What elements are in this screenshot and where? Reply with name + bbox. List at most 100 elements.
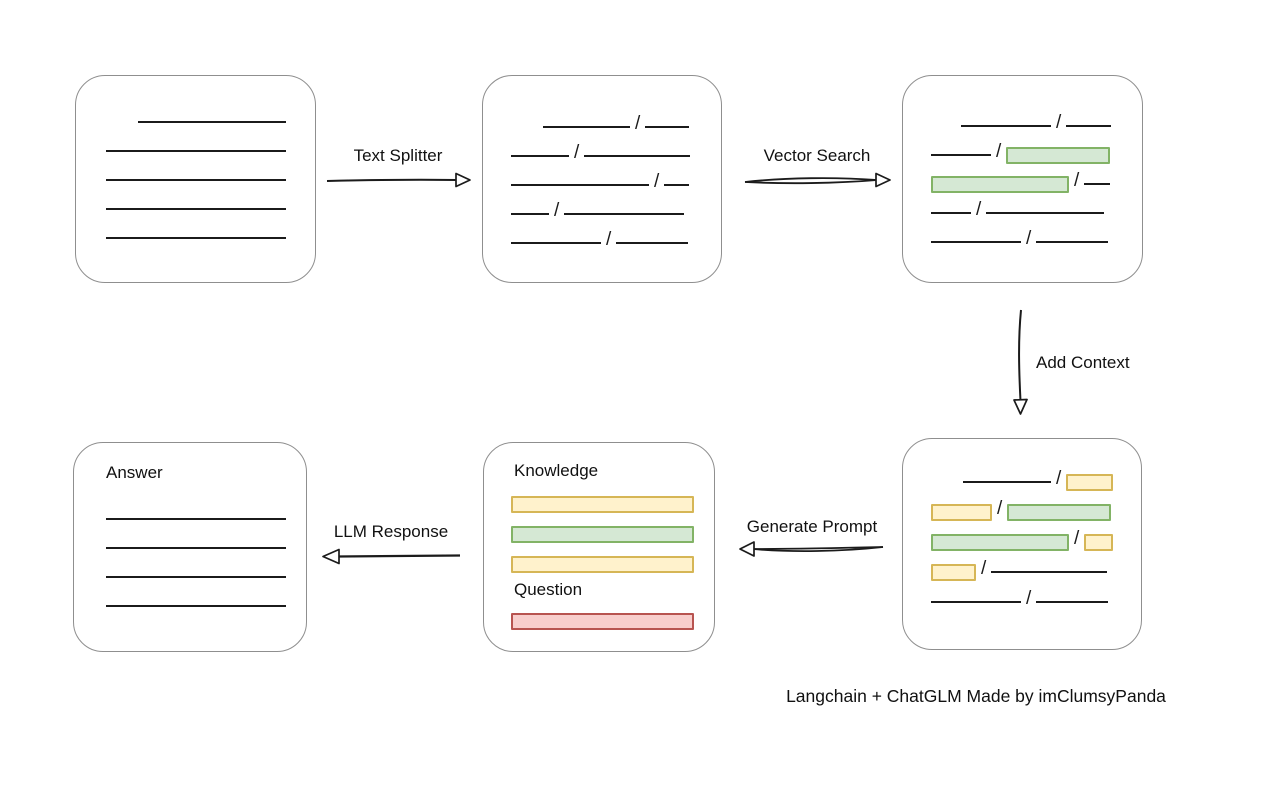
prompt-box: Knowledge Question — [483, 442, 715, 652]
chunk-row: / — [931, 513, 1141, 551]
knowledge-bars — [484, 481, 714, 573]
green-chunk — [931, 176, 1069, 193]
text-line — [1036, 601, 1109, 603]
chunk-row — [106, 549, 306, 578]
source-document-box — [75, 75, 316, 283]
text-line — [106, 179, 286, 181]
slash-separator: / — [1026, 228, 1032, 249]
llm-response-label: LLM Response — [333, 522, 449, 541]
vector-result-box: / / / / / — [902, 75, 1143, 283]
chunk-row — [511, 600, 714, 630]
slash-separator: / — [574, 142, 580, 163]
slash-separator: / — [976, 199, 982, 220]
vector-result-lines: / / / / / — [903, 76, 1142, 249]
green-chunk — [1006, 147, 1111, 164]
chunk-row: / — [931, 573, 1141, 608]
text-splitter-label: Text Splitter — [353, 146, 443, 165]
text-line — [106, 518, 286, 520]
text-line — [961, 125, 1051, 127]
add-context-arrow — [1013, 309, 1028, 415]
question-label: Question — [514, 580, 583, 599]
document-lines — [76, 76, 315, 239]
chunk-row: / — [931, 98, 1142, 133]
text-line — [106, 150, 286, 152]
knowledge-label: Knowledge — [514, 461, 599, 480]
llm-response-arrow — [322, 548, 461, 565]
slash-separator: / — [1074, 170, 1080, 191]
slash-separator: / — [997, 498, 1003, 519]
chunk-row — [511, 543, 714, 573]
green-chunk — [1007, 504, 1112, 521]
indent-gap — [931, 126, 961, 127]
text-splitter-arrow — [326, 172, 471, 188]
slash-separator: / — [981, 558, 987, 579]
slash-separator: / — [1056, 112, 1062, 133]
text-line — [106, 605, 286, 607]
text-line — [511, 242, 601, 244]
text-line — [564, 213, 685, 215]
text-line — [106, 547, 286, 549]
answer-box: Answer — [73, 442, 307, 652]
text-line — [645, 126, 690, 128]
yellow-chunk — [1066, 474, 1114, 491]
chunk-row — [106, 520, 306, 549]
slash-separator: / — [996, 141, 1002, 162]
add-context-label: Add Context — [1036, 353, 1130, 372]
slash-separator: / — [606, 229, 612, 250]
text-line — [931, 212, 971, 214]
text-line — [1036, 241, 1109, 243]
yellow-chunk — [931, 564, 976, 581]
chunk-row: / — [511, 186, 721, 221]
indent-gap — [931, 482, 963, 483]
slash-separator: / — [654, 171, 660, 192]
chunk-row: / — [931, 483, 1141, 521]
text-line — [106, 576, 286, 578]
chunk-row — [106, 152, 315, 181]
text-line — [543, 126, 630, 128]
chunk-row: / — [511, 215, 721, 250]
chunk-row: / — [931, 543, 1141, 581]
chunk-row: / — [511, 157, 721, 192]
chunk-row: / — [931, 214, 1142, 249]
text-line — [106, 237, 286, 239]
text-line — [963, 481, 1051, 483]
chunk-row — [106, 491, 306, 520]
chunk-row — [106, 94, 315, 123]
text-line — [616, 242, 689, 244]
answer-label: Answer — [106, 463, 163, 482]
answer-lines — [74, 483, 306, 607]
chunk-row — [511, 483, 714, 513]
vector-search-label: Vector Search — [763, 146, 871, 165]
red-chunk — [511, 613, 694, 630]
text-line — [931, 154, 991, 156]
text-line — [1066, 125, 1112, 127]
text-line — [1084, 183, 1111, 185]
chunk-row: / — [511, 128, 721, 163]
yellow-chunk — [511, 556, 694, 573]
chunk-row — [106, 123, 315, 152]
generate-prompt-arrow — [739, 541, 884, 557]
question-bars — [484, 600, 714, 630]
chunk-row: / — [931, 127, 1142, 164]
text-line — [584, 155, 691, 157]
slash-separator: / — [1056, 468, 1062, 489]
green-chunk — [931, 534, 1069, 551]
slash-separator: / — [635, 113, 641, 134]
slash-separator: / — [554, 200, 560, 221]
context-chunks-box: ///// — [902, 438, 1142, 650]
chunk-row — [106, 210, 315, 239]
text-line — [138, 121, 286, 123]
split-text-lines: / / / / / — [483, 76, 721, 250]
context-chunks-lines: ///// — [903, 439, 1141, 608]
chunk-row — [106, 578, 306, 607]
yellow-chunk — [1084, 534, 1114, 551]
yellow-chunk — [511, 496, 694, 513]
green-chunk — [511, 526, 694, 543]
generate-prompt-label: Generate Prompt — [746, 517, 878, 536]
chunk-row — [106, 181, 315, 210]
chunk-row: / — [511, 99, 721, 134]
chunk-row: / — [931, 453, 1141, 491]
split-text-box: / / / / / — [482, 75, 722, 283]
text-line — [931, 241, 1021, 243]
